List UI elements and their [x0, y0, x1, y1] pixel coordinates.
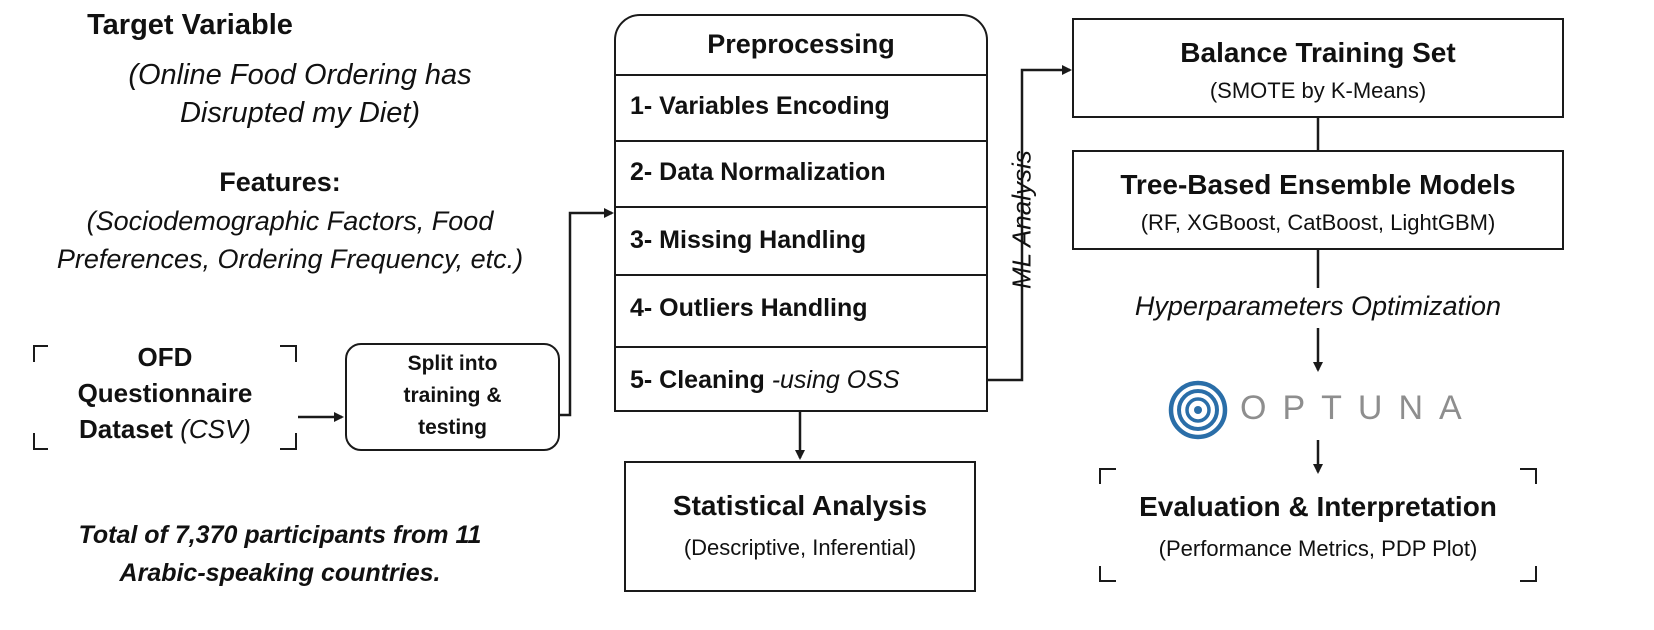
preprocessing-step-5: 5- Cleaning -using OSS	[616, 346, 986, 412]
statistical-analysis-title: Statistical Analysis	[672, 490, 928, 521]
total-line2: Arabic-speaking countries.	[119, 559, 441, 587]
evaluation-subtitle: (Performance Metrics, PDP Plot)	[1158, 536, 1478, 561]
preprocessing-step-3-label: 3- Missing Handling	[630, 226, 867, 254]
arrow-preprocessing-to-balance	[988, 65, 1072, 382]
preprocessing-step-3: 3- Missing Handling	[616, 206, 986, 274]
preprocessing-step-1-label: 1- Variables Encoding	[630, 92, 890, 120]
ensemble-models-title: Tree-Based Ensemble Models	[1120, 169, 1516, 200]
preprocessing-step-1: 1- Variables Encoding	[616, 74, 986, 140]
dataset-bracket-corners	[33, 345, 297, 450]
preprocessing-step-4: 4- Outliers Handling	[616, 274, 986, 346]
target-variable-title: Target Variable	[87, 9, 293, 41]
dataset-line2: Questionnaire	[77, 378, 253, 408]
total-line1: Total of 7,370 participants from 11	[78, 521, 482, 549]
balance-training-title: Balance Training Set	[1180, 37, 1456, 68]
target-variable-subtitle-line2: Disrupted my Diet)	[179, 97, 421, 129]
features-line2: Preferences, Ordering Frequency, etc.)	[56, 244, 524, 274]
preprocessing-step-2: 2- Data Normalization	[616, 140, 986, 206]
evaluation-bracket-corners	[1099, 468, 1537, 582]
dataset-line3-bold: Dataset	[79, 414, 173, 444]
features-line1: (Sociodemographic Factors, Food	[86, 206, 494, 236]
optuna-wordmark: OPTUNA	[1240, 389, 1478, 427]
preprocessing-step-5-italic: -using OSS	[771, 366, 900, 394]
target-variable-subtitle-line1: (Online Food Ordering has	[128, 59, 472, 91]
split-line3: testing	[418, 416, 487, 439]
arrow-split-to-preprocessing	[560, 208, 614, 417]
features-title: Features:	[219, 167, 341, 197]
split-line1: Split into	[407, 352, 498, 375]
ml-analysis-label: ML Analysis	[1006, 150, 1037, 289]
dataset-line1: OFD	[137, 342, 193, 372]
preprocessing-step-5-label: 5- Cleaning -using OSS	[630, 366, 900, 395]
optuna-logo-icon	[1168, 380, 1228, 440]
statistical-analysis-subtitle: (Descriptive, Inferential)	[683, 535, 917, 560]
preprocessing-step-2-label: 2- Data Normalization	[630, 158, 886, 186]
balance-training-box: Balance Training Set (SMOTE by K-Means)	[1072, 18, 1564, 118]
hyperparameters-label: Hyperparameters Optimization	[1134, 291, 1502, 321]
preprocessing-step-4-label: 4- Outliers Handling	[630, 294, 868, 322]
preprocessing-box: Preprocessing 1- Variables Encoding 2- D…	[614, 14, 988, 412]
preprocessing-step-5-bold: 5- Cleaning	[630, 366, 765, 394]
split-box: Split into training & testing	[345, 343, 560, 451]
split-line2: training &	[403, 384, 502, 407]
ensemble-models-subtitle: (RF, XGBoost, CatBoost, LightGBM)	[1140, 210, 1496, 235]
statistical-analysis-box: Statistical Analysis (Descriptive, Infer…	[624, 461, 976, 592]
preprocessing-title: Preprocessing	[707, 29, 895, 59]
evaluation-title: Evaluation & Interpretation	[1139, 491, 1497, 522]
ensemble-models-box: Tree-Based Ensemble Models (RF, XGBoost,…	[1072, 150, 1564, 250]
balance-training-subtitle: (SMOTE by K-Means)	[1209, 78, 1427, 103]
dataset-line3-italic: (CSV)	[180, 414, 251, 444]
dataset-line3: Dataset (CSV)	[40, 414, 290, 445]
